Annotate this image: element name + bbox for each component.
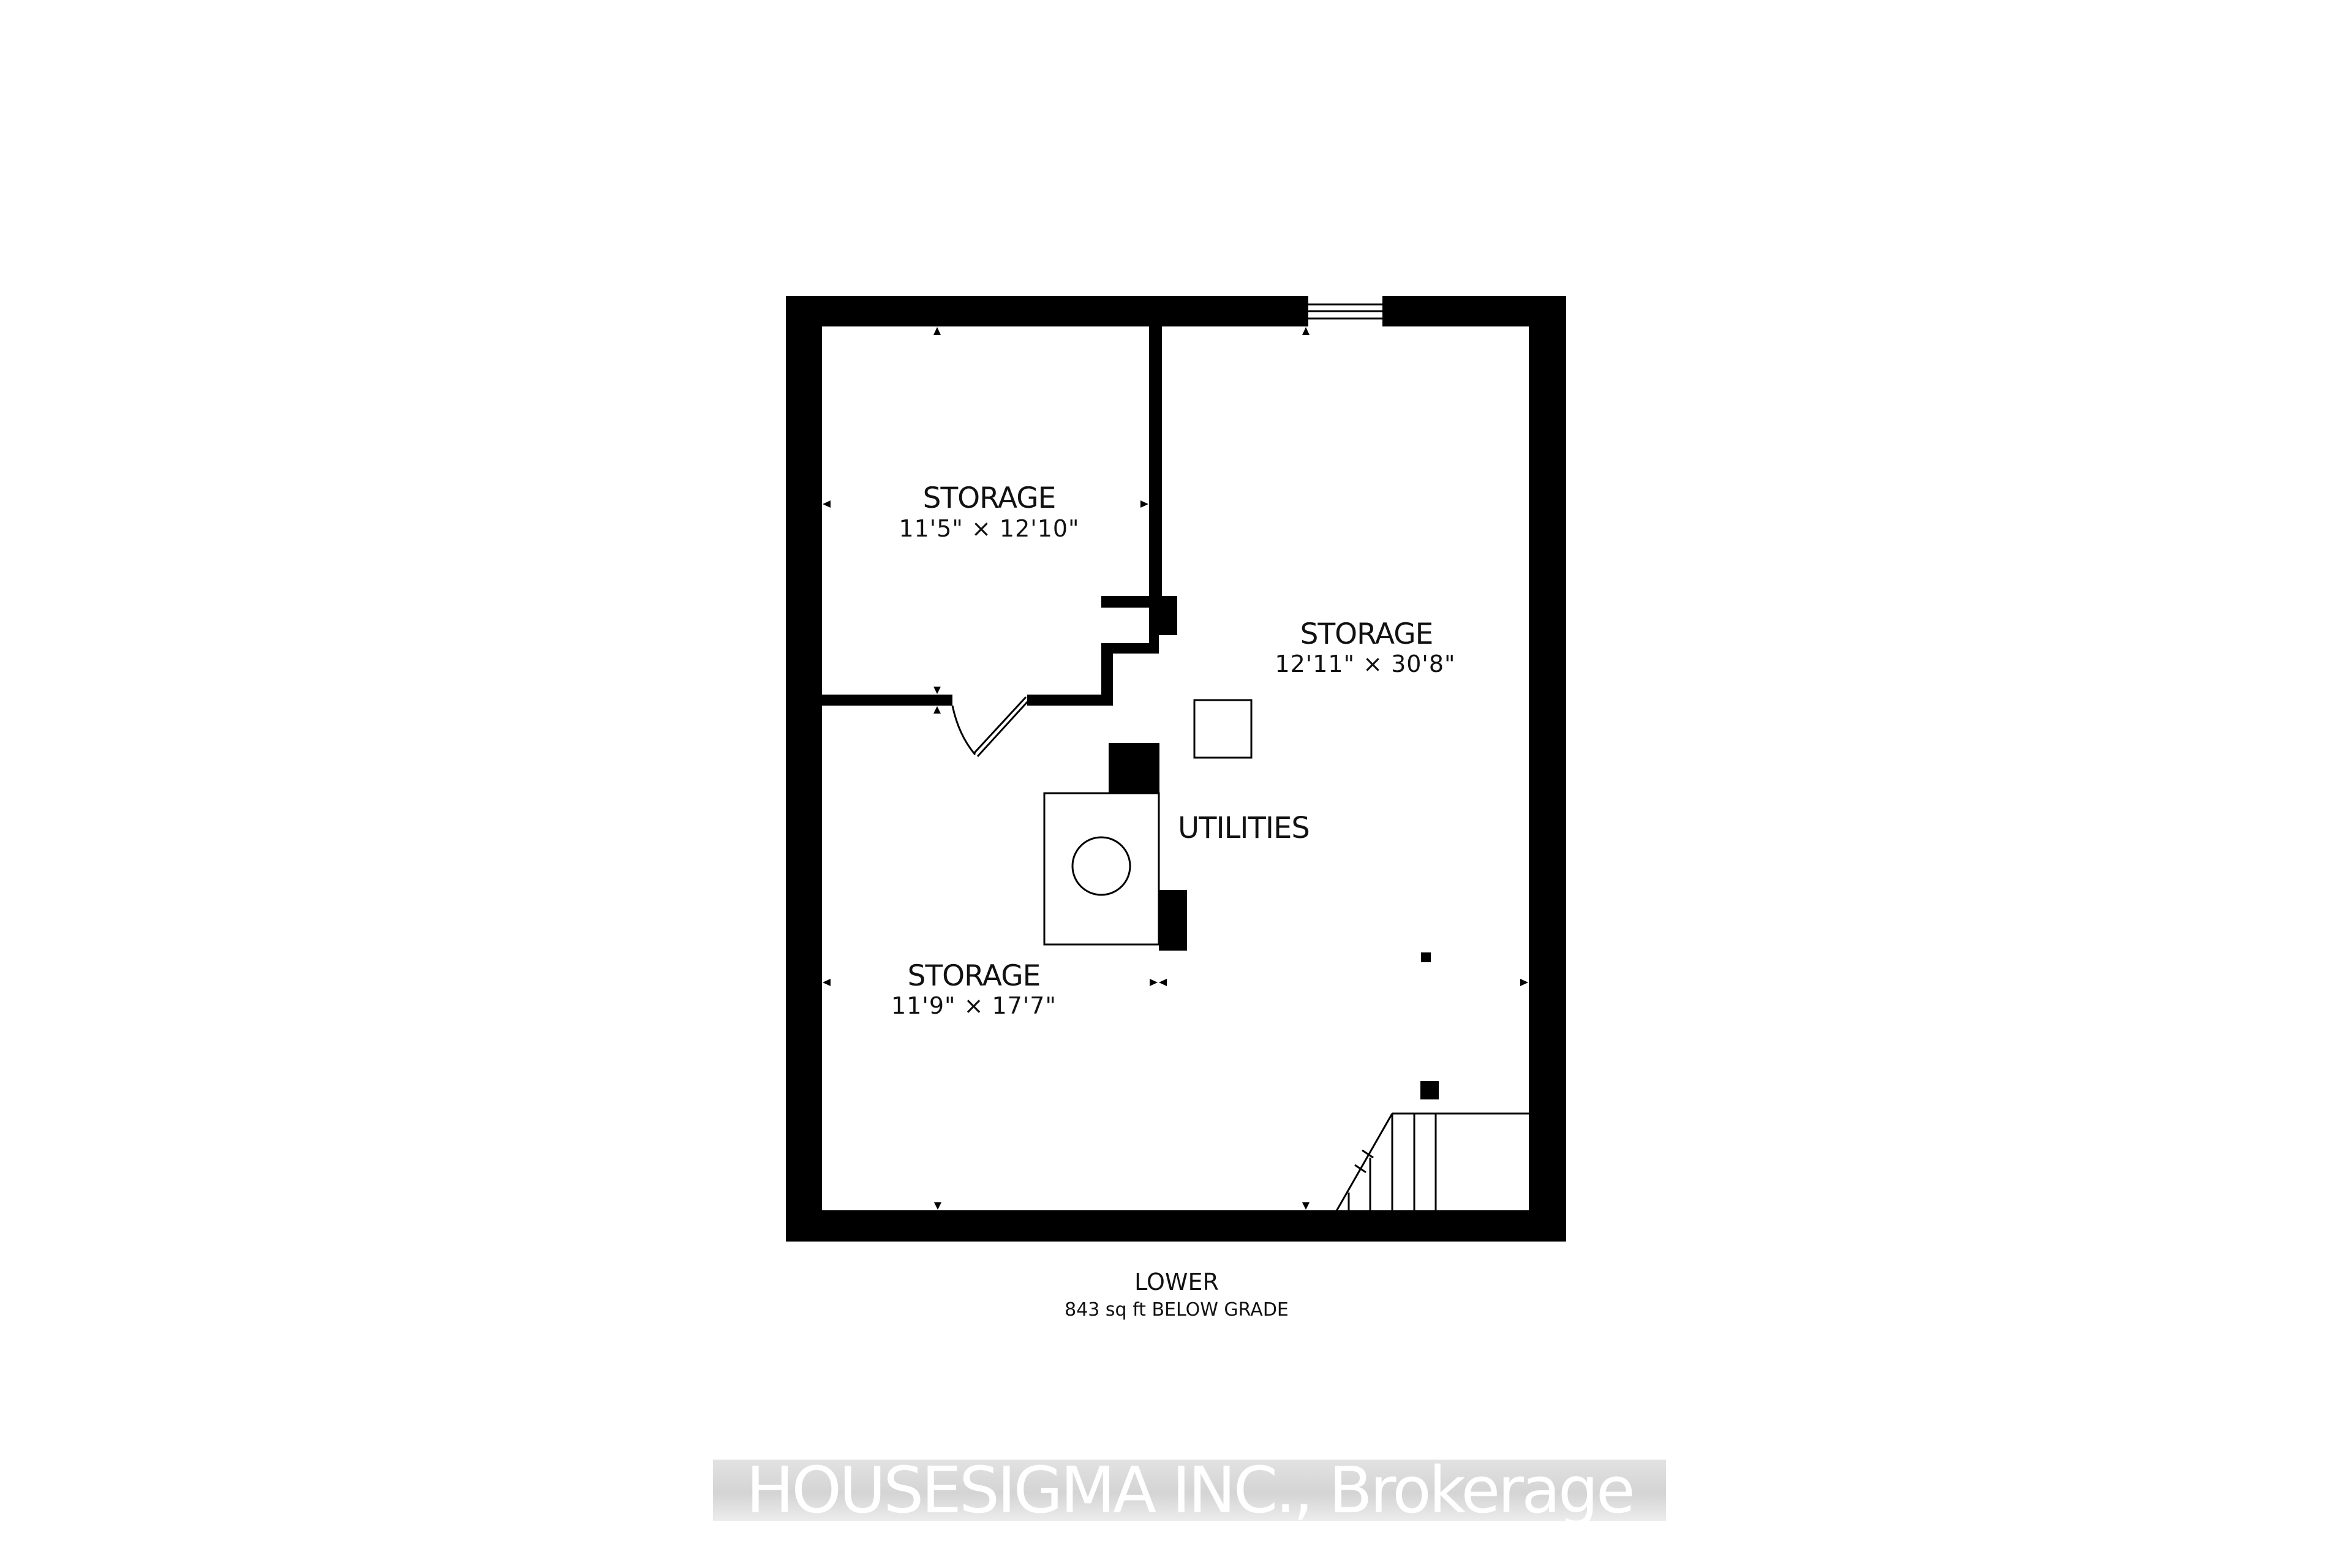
exterior-walls [786, 296, 1566, 1242]
dimension-arrows [823, 327, 1528, 1210]
floor-name: LOWER [1134, 1268, 1219, 1295]
room-dimensions-storage-1: 11'5" × 12'10" [899, 515, 1080, 542]
room-name-storage-2: STORAGE [1300, 617, 1434, 651]
window-icon [1308, 303, 1382, 320]
column-post-icon [1421, 952, 1431, 962]
watermark-text: HOUSESIGMA INC., Brokerage [746, 1453, 1635, 1528]
column-post-icon [1420, 1081, 1439, 1099]
interior-walls [822, 326, 1177, 706]
room-dimensions-storage-3: 11'9" × 17'7" [891, 992, 1057, 1019]
room-name-storage-1: STORAGE [922, 481, 1057, 515]
room-dimensions-storage-2: 12'11" × 30'8" [1275, 650, 1456, 677]
stairs-icon [1335, 1112, 1529, 1212]
room-name-storage-3: STORAGE [907, 959, 1041, 993]
water-tank-icon [1193, 699, 1253, 759]
door-icon [951, 696, 1030, 758]
furnace-icon [1043, 743, 1187, 951]
watermark-band: HOUSESIGMA INC., Brokerage [713, 1453, 1666, 1528]
floor-area: 843 sq ft BELOW GRADE [1065, 1299, 1289, 1321]
utilities-label: UTILITIES [1178, 811, 1310, 845]
